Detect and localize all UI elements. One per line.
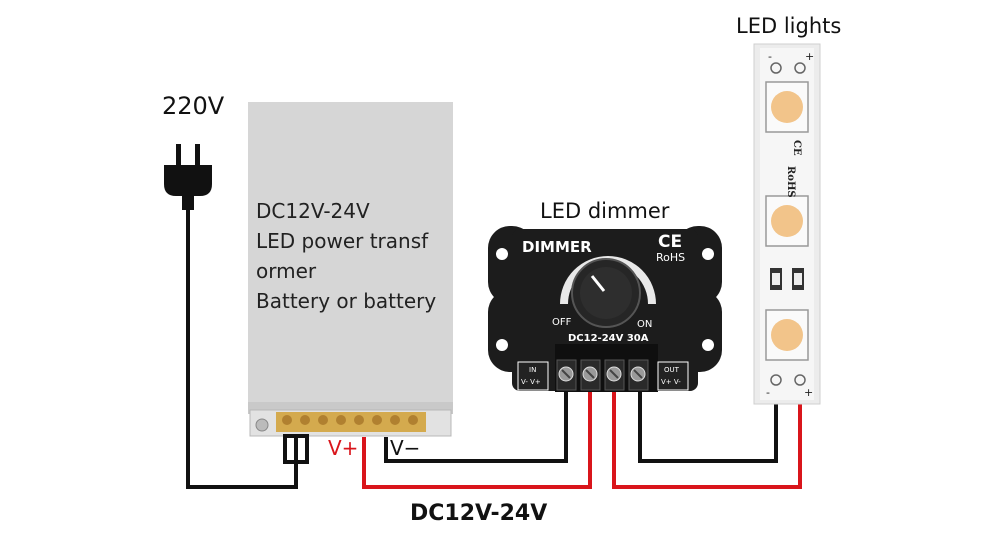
positive-wires xyxy=(362,386,802,489)
dc-voltage-caption: DC12V-24V xyxy=(410,501,548,526)
led-lights-caption: LED lights xyxy=(736,14,842,38)
dimmer-out-polarity: V+ V- xyxy=(661,378,681,386)
input-voltage-label: 220V xyxy=(162,92,225,120)
dimmer-spec-label: DC12-24V 30A xyxy=(568,333,649,344)
strip-bottom-minus: - xyxy=(766,386,770,399)
dimmer-rohs-mark: RoHS xyxy=(656,251,686,264)
dimmer-off-label: OFF xyxy=(552,317,572,328)
dimmer-title: DIMMER xyxy=(522,238,592,256)
mount-screw xyxy=(255,418,269,432)
terminal-block xyxy=(276,412,426,432)
led-chip-3 xyxy=(765,309,809,361)
power-supply-text: DC12V-24V LED power transf ormer Battery… xyxy=(256,196,436,316)
dimmer-out-label: OUT xyxy=(664,366,679,374)
dimmer-ce-mark: CE xyxy=(658,232,683,252)
v-minus-label: V− xyxy=(390,436,421,460)
strip-bottom-plus: + xyxy=(804,386,814,399)
power-supply xyxy=(248,102,453,464)
plug-icon xyxy=(164,144,212,210)
dimmer-in-label: IN xyxy=(529,366,537,374)
strip-top-minus: - xyxy=(768,50,772,63)
psu-positive-to-dimmer-wire xyxy=(362,392,592,489)
psu-line: DC12V-24V xyxy=(256,199,370,223)
psu-negative-to-dimmer-wire xyxy=(384,392,568,463)
dimmer-caption: LED dimmer xyxy=(540,199,670,223)
led-chip-1 xyxy=(765,81,809,133)
psu-line: LED power transf xyxy=(256,229,429,253)
led-strip xyxy=(753,43,821,405)
knob-indicator xyxy=(590,275,606,292)
dimmer-in-polarity: V- V+ xyxy=(521,378,541,386)
v-plus-label: V+ xyxy=(328,436,359,460)
led-chip-2 xyxy=(765,195,809,247)
dimmer-positive-to-strip-wire xyxy=(612,386,802,489)
strip-ce-mark: CE xyxy=(791,140,802,156)
dimmer-on-label: ON xyxy=(637,319,653,330)
dimmer-negative-to-strip-wire xyxy=(638,386,778,463)
psu-line: Battery or battery xyxy=(256,289,437,313)
strip-rohs-mark: RoHS xyxy=(785,166,796,198)
strip-top-plus: + xyxy=(805,50,815,63)
psu-line: ormer xyxy=(256,259,317,283)
dimmer-unit xyxy=(488,226,722,392)
dimmer-terminals xyxy=(556,359,649,391)
